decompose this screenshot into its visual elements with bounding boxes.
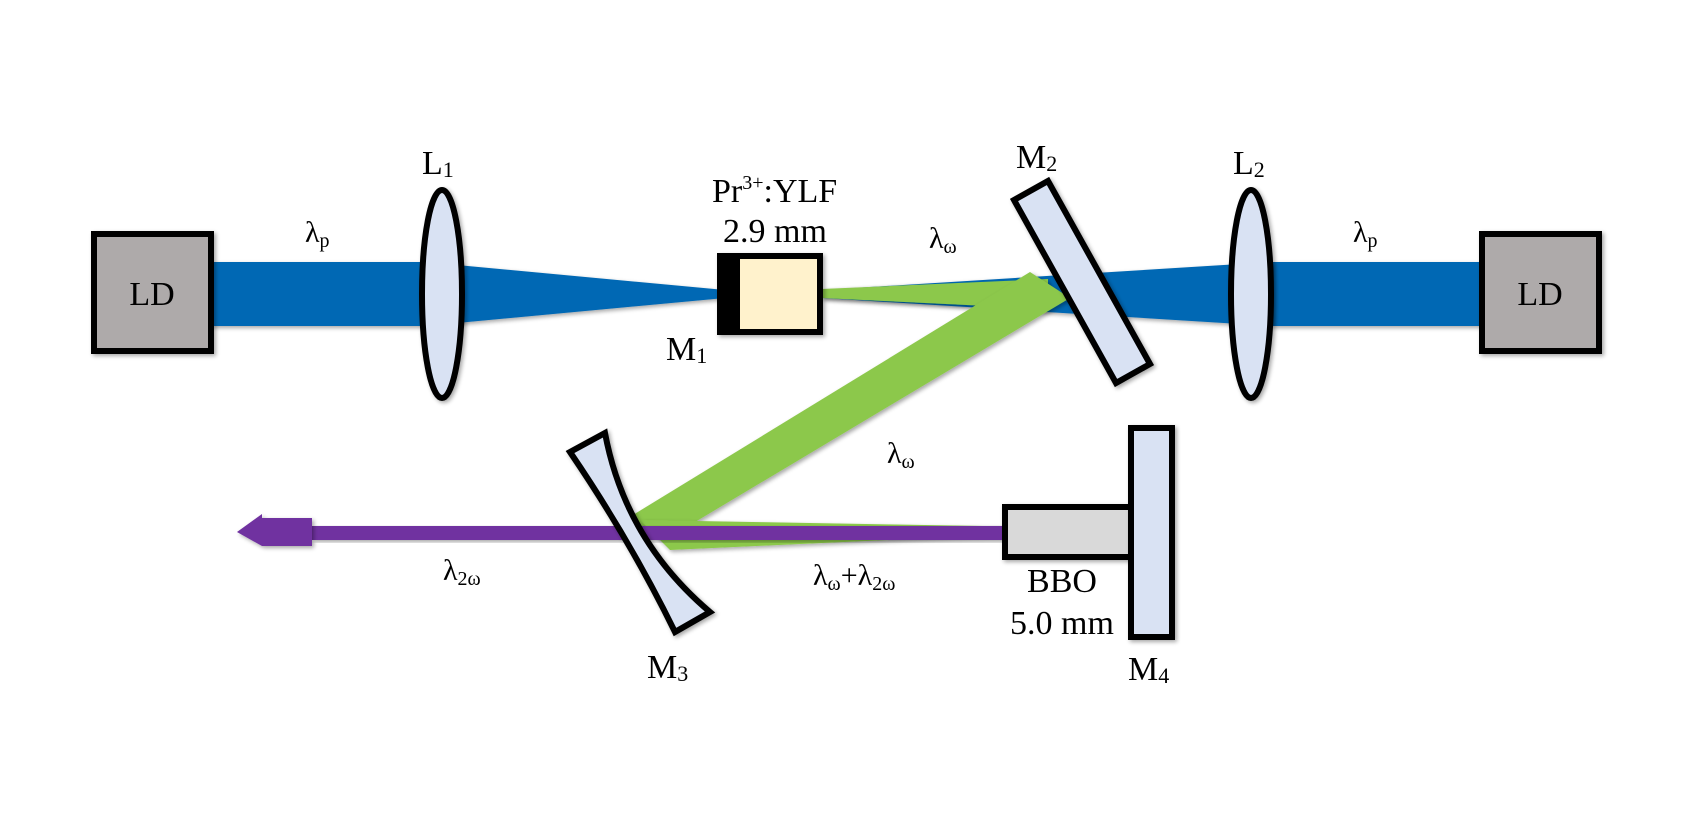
mirror-m3 [565,428,716,637]
pr-ylf-crystal [717,253,823,335]
crystal-thickness-label: 2.9 mm [723,213,827,250]
lambda-sum-label: λω+λ2ω [813,559,895,595]
lambda-p-right-label: λp [1353,216,1378,252]
second-harmonic-beam [237,514,1005,546]
bbo-crystal [1002,504,1134,560]
l2-label: L2 [1233,145,1265,182]
m3-label: M3 [647,649,688,686]
lambda-omega-top-label: λω [929,222,957,258]
lambda-p-left-label: λp [305,216,330,252]
m2-label: M2 [1016,139,1057,176]
output-arrow-icon [237,514,312,546]
lens-l1 [419,187,465,401]
mirror-m4 [1128,425,1175,640]
m1-coating [722,258,740,330]
l1-label: L1 [422,145,454,182]
bbo-name-label: BBO [1027,563,1097,600]
lambda-omega-mid-label: λω [887,437,915,473]
crystal-name-label: Pr3+:YLF [712,172,837,210]
mirror-m2 [1009,176,1155,388]
ld-right-label: LD [1517,276,1562,313]
lambda-2omega-label: λ2ω [443,554,481,590]
m4-label: M4 [1128,651,1169,688]
bbo-thickness-label: 5.0 mm [1010,605,1114,642]
laser-diode-left [91,231,214,354]
pump-beam-left [210,262,725,326]
lens-l2 [1228,187,1274,401]
m1-label: M1 [666,331,707,368]
ld-left-label: LD [129,276,174,313]
laser-diode-right [1479,231,1602,354]
